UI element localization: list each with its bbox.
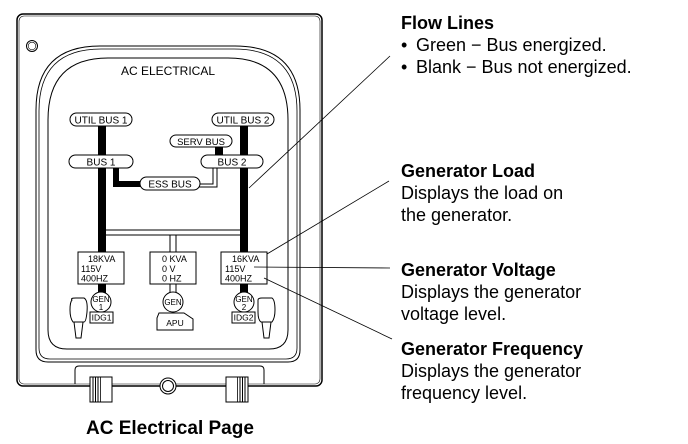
apu-voltage: 0 V (162, 264, 176, 274)
left-rocker-switch-icon[interactable] (89, 376, 113, 403)
leader-generator-voltage (253, 266, 391, 269)
flow-line-bus1-ess (113, 166, 145, 187)
gen2-voltage: 115V (225, 264, 245, 274)
callout-generator-frequency: Generator Frequency Displays the generat… (401, 338, 583, 404)
apu-gen-symbol: GEN APU (156, 291, 194, 331)
svg-text:IDG1: IDG1 (92, 313, 112, 323)
gen1-engine-icon (69, 297, 88, 339)
gen2-symbol: GEN 2 IDG2 (231, 291, 256, 324)
figure-caption: AC Electrical Page (86, 418, 254, 439)
svg-text:UTIL BUS 1: UTIL BUS 1 (75, 116, 128, 127)
svg-text:1: 1 (99, 303, 104, 312)
gen2-readout: 16KVA 115V 400HZ (220, 251, 268, 285)
svg-text:BUS 2: BUS 2 (218, 158, 247, 169)
gen1-load: 18KVA (88, 254, 115, 264)
callout-generator-voltage-desc: Displays the generator (401, 282, 582, 302)
bus-ess: ESS BUS (139, 176, 201, 191)
apu-readout: 0 KVA 0 V 0 HZ (149, 251, 197, 285)
bus-1: BUS 1 (68, 154, 134, 169)
svg-text:GEN: GEN (235, 295, 253, 304)
svg-text:GEN: GEN (92, 295, 110, 304)
flow-line-bus1-gen1 (98, 166, 106, 252)
right-rocker-switch-icon[interactable] (225, 376, 249, 403)
bus-util-1: UTIL BUS 1 (69, 112, 133, 127)
svg-text:ESS BUS: ESS BUS (148, 180, 192, 191)
callout-flow-lines-title: Flow Lines (401, 13, 495, 33)
flow-line-gen1-lower (98, 284, 106, 298)
screen-frame-mid (38, 48, 298, 360)
flow-line-serv-bus2 (215, 146, 223, 158)
center-knob-icon[interactable] (159, 377, 177, 395)
callout-generator-frequency-desc: frequency level. (401, 383, 528, 403)
gen1-symbol: GEN 1 IDG1 (89, 291, 114, 324)
svg-text:APU: APU (166, 318, 183, 328)
svg-text:BUS 1: BUS 1 (87, 158, 116, 169)
flow-line-bus2-gen2 (240, 166, 248, 252)
bus-2: BUS 2 (200, 154, 264, 169)
flow-line-ess-bus2-b (197, 168, 218, 188)
apu-load: 0 KVA (162, 254, 187, 264)
callout-generator-load-desc: Displays the load on (401, 183, 564, 203)
callout-flow-lines-bullet: Blank − Bus not energized. (401, 56, 632, 78)
callout-flow-lines: Flow Lines Green − Bus energized. Blank … (401, 12, 632, 78)
gen1-readout: 18KVA 115V 400HZ (77, 251, 125, 285)
callout-generator-load-title: Generator Load (401, 161, 536, 181)
gen2-frequency: 400HZ (225, 274, 253, 284)
bus-serv: SERV BUS (169, 134, 233, 148)
bottom-control-strip (74, 365, 265, 384)
gen2-engine-icon (257, 297, 276, 339)
callout-flow-lines-bullet: Green − Bus energized. (401, 34, 632, 56)
callout-generator-load: Generator Load Displays the load on the … (401, 160, 563, 226)
display-page-title: AC ELECTRICAL (121, 64, 215, 78)
leader-generator-load (266, 180, 390, 255)
svg-text:GEN: GEN (164, 298, 182, 307)
flow-line-ess-bus2-a (197, 168, 214, 185)
callout-generator-voltage: Generator Voltage Displays the generator… (401, 259, 581, 325)
svg-text:IDG2: IDG2 (234, 313, 254, 323)
brightness-knob-icon[interactable] (26, 40, 38, 52)
callout-generator-frequency-desc: Displays the generator (401, 361, 582, 381)
leader-generator-frequency (263, 277, 393, 340)
leader-flow-lines (248, 55, 391, 189)
callout-generator-voltage-title: Generator Voltage (401, 260, 556, 280)
flow-line-util2-bus2 (240, 126, 248, 158)
screen-frame-outer (35, 45, 301, 363)
flow-line-util1-bus1 (98, 126, 106, 158)
gen1-frequency: 400HZ (81, 274, 109, 284)
callout-generator-frequency-title: Generator Frequency (401, 339, 584, 359)
bus-util-2: UTIL BUS 2 (211, 112, 275, 127)
gen1-voltage: 115V (81, 264, 101, 274)
svg-text:SERV BUS: SERV BUS (177, 137, 225, 148)
callout-generator-voltage-desc: voltage level. (401, 304, 507, 324)
callout-generator-load-desc: the generator. (401, 205, 513, 225)
svg-text:UTIL BUS 2: UTIL BUS 2 (217, 116, 270, 127)
apu-frequency: 0 HZ (162, 274, 182, 284)
flow-line-gen2-lower (240, 284, 248, 298)
svg-text:2: 2 (242, 303, 247, 312)
gen2-load: 16KVA (232, 254, 259, 264)
screen-frame-inner (47, 57, 289, 350)
